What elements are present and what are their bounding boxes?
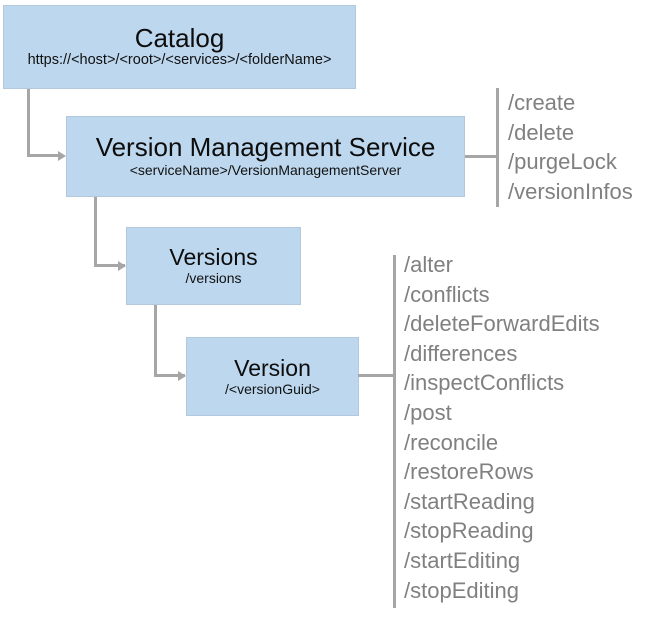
endpoint-item[interactable]: /create: [508, 90, 576, 115]
endpoint-item[interactable]: /differences: [404, 340, 518, 366]
node-version-management-service[interactable]: Version Management Service <serviceName>…: [66, 116, 465, 197]
node-catalog[interactable]: Catalog https://<host>/<root>/<services>…: [3, 5, 356, 89]
connector-service-to-versions-horizontal: [94, 264, 125, 267]
endpoint-item[interactable]: /purgeLock: [508, 149, 617, 174]
node-catalog-subtitle: https://<host>/<root>/<services>/<folder…: [27, 52, 332, 69]
connector-versions-to-version-arrow: [178, 370, 186, 381]
connector-service-to-versions-arrow: [118, 260, 126, 271]
node-versions-subtitle: /versions: [185, 270, 242, 287]
endpoint-item[interactable]: /delete: [508, 119, 575, 145]
endpoint-item[interactable]: /inspectConflicts: [404, 370, 565, 396]
version-endpoints-stub: [358, 374, 395, 377]
node-versions[interactable]: Versions /versions: [126, 227, 301, 305]
connector-catalog-to-service-arrow: [58, 150, 66, 161]
version-endpoints-list: /alter /conflicts /deleteForwardEdits /d…: [404, 250, 600, 605]
connector-versions-to-version-vertical: [154, 305, 157, 377]
service-endpoints-stub: [465, 155, 498, 158]
node-version-management-service-subtitle: <serviceName>/VersionManagementServer: [129, 162, 402, 179]
version-endpoints-bracket: [393, 255, 396, 608]
node-versions-title: Versions: [169, 244, 258, 271]
connector-catalog-to-service-horizontal: [27, 154, 59, 157]
connector-versions-to-version-horizontal: [154, 374, 185, 377]
node-catalog-title: Catalog: [134, 22, 225, 53]
node-version-title: Version: [234, 354, 311, 381]
endpoint-item[interactable]: /startReading: [404, 488, 535, 514]
endpoint-item[interactable]: /versionInfos: [508, 178, 633, 204]
endpoint-item[interactable]: /stopEditing: [404, 577, 519, 603]
endpoint-item[interactable]: /restoreRows: [404, 459, 534, 485]
endpoint-item[interactable]: /stopReading: [404, 518, 534, 544]
node-version[interactable]: Version /<versionGuid>: [186, 337, 359, 416]
endpoint-item[interactable]: /reconcile: [404, 429, 499, 455]
endpoint-item[interactable]: /conflicts: [404, 281, 490, 307]
endpoint-item[interactable]: /alter: [404, 252, 453, 277]
connector-catalog-to-service-vertical: [27, 89, 30, 157]
node-version-management-service-title: Version Management Service: [95, 132, 436, 163]
service-endpoints-list: /create /delete /purgeLock /versionInfos: [508, 88, 633, 206]
node-version-subtitle: /<versionGuid>: [225, 380, 320, 397]
service-endpoints-bracket: [496, 88, 499, 207]
endpoint-item[interactable]: /post: [404, 399, 452, 425]
endpoint-item[interactable]: /startEditing: [404, 547, 521, 573]
connector-service-to-versions-vertical: [94, 197, 97, 267]
endpoint-item[interactable]: /deleteForwardEdits: [404, 311, 600, 337]
